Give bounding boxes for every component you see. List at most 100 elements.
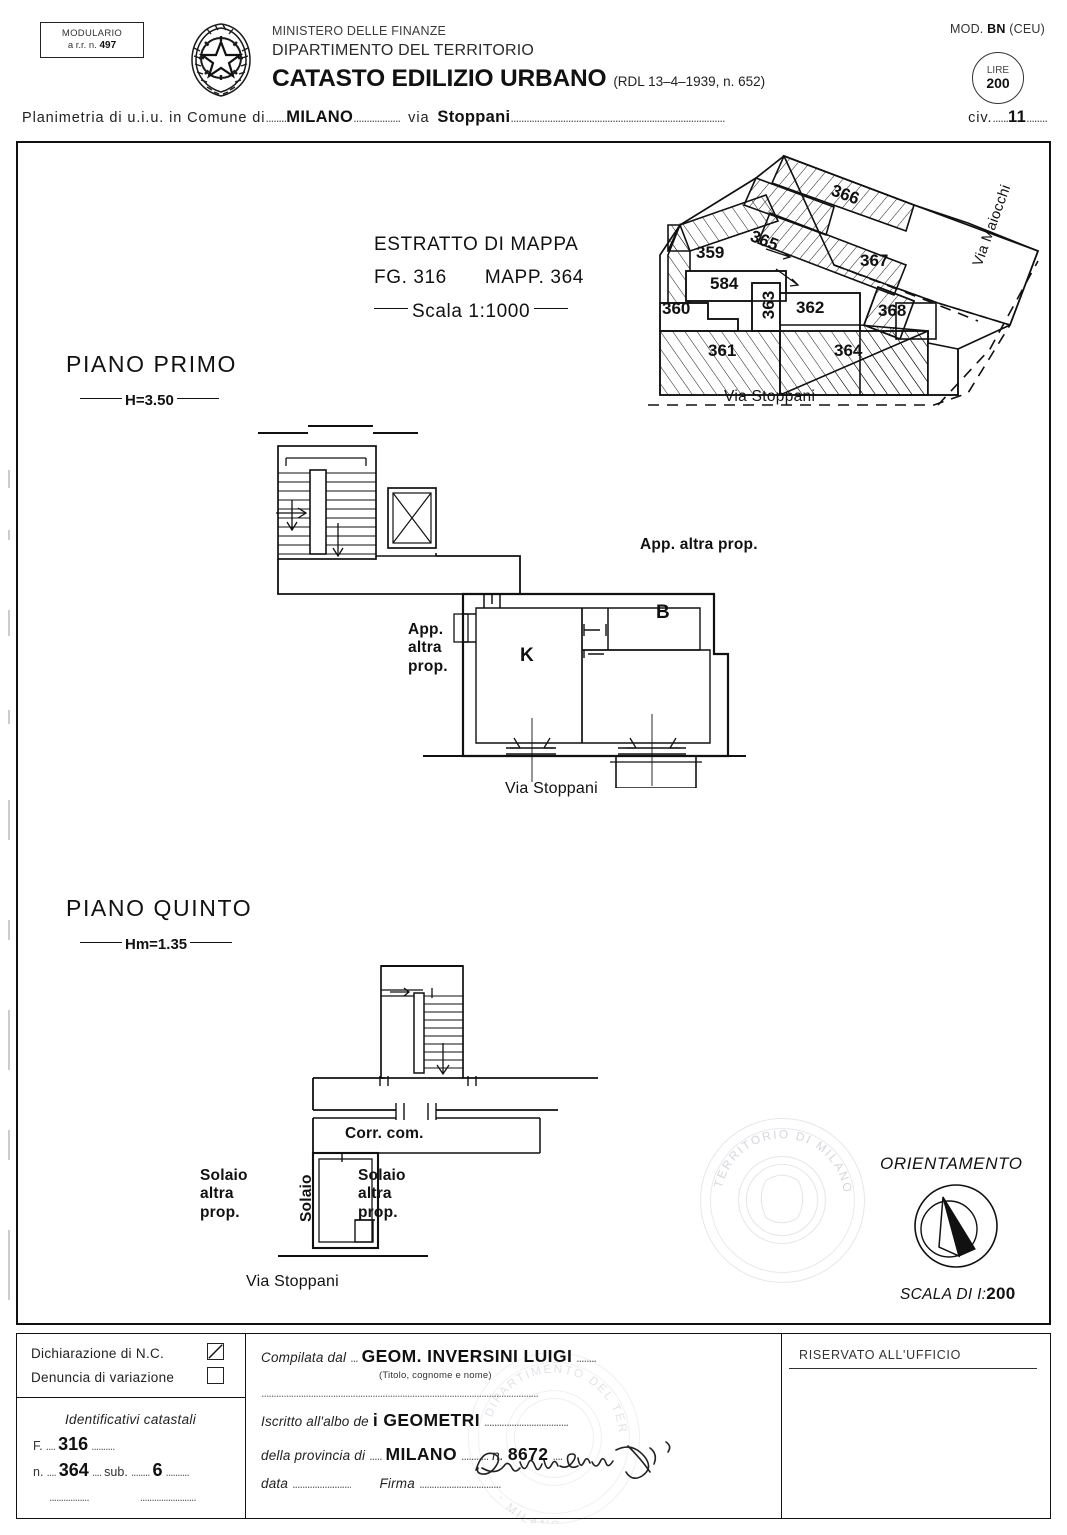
floor-title-first: PIANO PRIMO bbox=[66, 351, 237, 377]
svg-text:- MILANO -: - MILANO - bbox=[495, 1491, 577, 1523]
department-name: DIPARTIMENTO DEL TERRITORIO bbox=[272, 42, 535, 59]
solaio-left-line1: Solaio bbox=[200, 1167, 248, 1184]
page-edge-marks bbox=[6, 470, 12, 1330]
form-blank-rule: ........................................… bbox=[261, 1386, 539, 1400]
app-left-line2: altra bbox=[408, 639, 442, 657]
floor-height-first-value: H=3.50 bbox=[125, 392, 174, 409]
fifth-floor-solaio-center-label: Solaio bbox=[297, 1174, 315, 1222]
provincia-value: MILANO bbox=[385, 1444, 457, 1464]
first-floor-room-k: K bbox=[520, 645, 534, 666]
compass-needle-icon bbox=[913, 1183, 999, 1269]
reserved-office-box: RISERVATO ALL'UFFICIO bbox=[781, 1334, 1050, 1518]
map-parcel-367: 367 bbox=[860, 251, 889, 270]
modulario-box: MODULARIO a r.r. n. 497 bbox=[40, 22, 144, 58]
checkbox-nc[interactable] bbox=[207, 1343, 224, 1360]
identifier-blank-row: ................. ......................… bbox=[49, 1490, 197, 1504]
dots-3: ........................................… bbox=[510, 110, 725, 125]
svg-text:DIPARTIMENTO DEL TERRITORIO: DIPARTIMENTO DEL TERRITORIO bbox=[469, 1353, 630, 1435]
map-parcel-362: 362 bbox=[796, 298, 825, 317]
office-round-stamp-form: DIPARTIMENTO DEL TERRITORIO - MILANO - bbox=[468, 1352, 640, 1524]
identifier-mappale-row: n. .... 364 .... sub. ........ 6 .......… bbox=[33, 1460, 190, 1481]
dots-1: ........ bbox=[265, 110, 287, 125]
map-extract-caption: ESTRATTO DI MAPPA FG. 316 MAPP. 364 Scal… bbox=[374, 228, 584, 328]
office-round-stamp-watermark: TERRITORIO DI MILANO bbox=[700, 1118, 865, 1283]
map-extract-drawing: 366 359 365 367 584 363 362 368 360 361 … bbox=[638, 143, 1053, 423]
civ-value: 11 bbox=[1008, 108, 1027, 126]
map-parcel-361: 361 bbox=[708, 341, 737, 360]
foglio-value: 316 bbox=[58, 1434, 89, 1454]
mappale-value: 364 bbox=[58, 1460, 89, 1480]
mappale-dots-pre: .... bbox=[46, 1465, 56, 1479]
mod-code: MOD. BN (CEU) bbox=[950, 22, 1045, 36]
check-slash-icon bbox=[208, 1344, 223, 1359]
albo-value: i GEOMETRI bbox=[372, 1410, 480, 1430]
fifth-floor-solaio-left-label: Solaio altra prop. bbox=[200, 1167, 248, 1222]
via-label: via bbox=[408, 110, 430, 126]
rule-h-left bbox=[80, 398, 122, 399]
declaration-box: Dichiarazione di N.C. Denuncia di variaz… bbox=[17, 1334, 245, 1398]
map-parcel-360: 360 bbox=[662, 299, 691, 318]
svg-text:TERRITORIO DI MILANO: TERRITORIO DI MILANO bbox=[711, 1127, 855, 1195]
document-title-reference: (RDL 13–4–1939, n. 652) bbox=[613, 74, 766, 89]
checkbox-variation[interactable] bbox=[207, 1367, 224, 1384]
first-floor-street-label: Via Stoppani bbox=[505, 780, 598, 797]
floor-height-fifth-value: Hm=1.35 bbox=[125, 936, 188, 953]
rule-hm-left bbox=[80, 942, 122, 943]
floor-height-fifth: Hm=1.35 bbox=[80, 936, 233, 953]
map-street-stoppani-label: Via Stoppani bbox=[724, 388, 816, 405]
map-extract-mapp: MAPP. 364 bbox=[484, 267, 584, 289]
drawing-frame: ESTRATTO DI MAPPA FG. 316 MAPP. 364 Scal… bbox=[16, 141, 1051, 1325]
first-floor-app-left-label: App. altra prop. bbox=[408, 621, 448, 676]
map-extract-scala: Scala 1:1000 bbox=[412, 300, 531, 322]
declaration-variation-label: Denuncia di variazione bbox=[31, 1370, 175, 1385]
app-left-line3: prop. bbox=[408, 657, 448, 675]
map-extract-title: ESTRATTO DI MAPPA bbox=[374, 234, 579, 255]
dots-5: ........ bbox=[1026, 110, 1047, 125]
sub-dots-post: .......... bbox=[165, 1465, 190, 1479]
app-left-line1: App. bbox=[408, 621, 444, 638]
italian-republic-emblem-icon bbox=[185, 18, 257, 100]
document-header: MODULARIO a r.r. n. 497 bbox=[0, 0, 1067, 104]
map-extract-fg: FG. 316 bbox=[374, 267, 447, 289]
planimetry-address-line: Planimetria di u.i.u. in Comune di .....… bbox=[22, 108, 1047, 134]
fifth-floor-street-label: Via Stoppani bbox=[246, 1273, 339, 1290]
reserved-office-title: RISERVATO ALL'UFFICIO bbox=[799, 1348, 962, 1362]
map-parcel-363: 363 bbox=[759, 290, 778, 320]
stamp-text: TERRITORIO DI MILANO bbox=[711, 1127, 855, 1244]
mappale-label: n. bbox=[33, 1465, 44, 1479]
floor-height-first: H=3.50 bbox=[80, 392, 219, 409]
firma-label: Firma bbox=[379, 1476, 415, 1491]
document-title: CATASTO EDILIZIO URBANO bbox=[272, 65, 607, 92]
ministry-heading: MINISTERO DELLE FINANZE DIPARTIMENTO DEL… bbox=[272, 24, 892, 93]
civ-label: civ. bbox=[968, 110, 993, 126]
rule-h-right bbox=[176, 398, 219, 399]
modulario-label: MODULARIO bbox=[61, 27, 123, 39]
foglio-dots-post: .......... bbox=[91, 1439, 115, 1453]
fifth-floor-plan-drawing bbox=[218, 948, 638, 1288]
first-floor-app-right-label: App. altra prop. bbox=[640, 536, 758, 553]
reserved-office-rule bbox=[789, 1368, 1037, 1369]
first-floor-room-b: B bbox=[656, 602, 670, 623]
lire-value: 200 bbox=[986, 74, 1010, 91]
foglio-label: F. bbox=[33, 1439, 43, 1453]
stamp-form-inner-ring bbox=[478, 1362, 630, 1514]
compiled-label: Compilata dal bbox=[261, 1350, 347, 1365]
identifier-foglio-row: F. .... 316 .......... bbox=[33, 1434, 115, 1455]
data-label: data bbox=[261, 1476, 289, 1491]
compiled-dots-pre: ... bbox=[350, 1351, 358, 1365]
blank-dots-2: ........................ bbox=[139, 1490, 197, 1504]
solaio-left-line2: altra bbox=[200, 1185, 234, 1203]
comune-value: MILANO bbox=[286, 108, 354, 126]
first-floor-plan-drawing bbox=[248, 418, 808, 789]
rule-right bbox=[534, 307, 569, 309]
form-divider-right bbox=[781, 1334, 782, 1518]
map-parcel-584: 584 bbox=[710, 274, 739, 293]
compiled-sub-label: (Titolo, cognome e nome) bbox=[379, 1370, 492, 1381]
orientation-title: ORIENTAMENTO bbox=[880, 1154, 1023, 1173]
dots-2: .................. bbox=[353, 110, 401, 125]
stamp-inner-ring bbox=[710, 1128, 855, 1273]
provincia-dots-pre: ..... bbox=[369, 1449, 382, 1463]
drawing-scale-label: SCALA DI I: bbox=[900, 1286, 987, 1303]
provincia-label: della provincia di bbox=[261, 1448, 366, 1463]
mappale-dots-mid: .... bbox=[91, 1465, 102, 1479]
